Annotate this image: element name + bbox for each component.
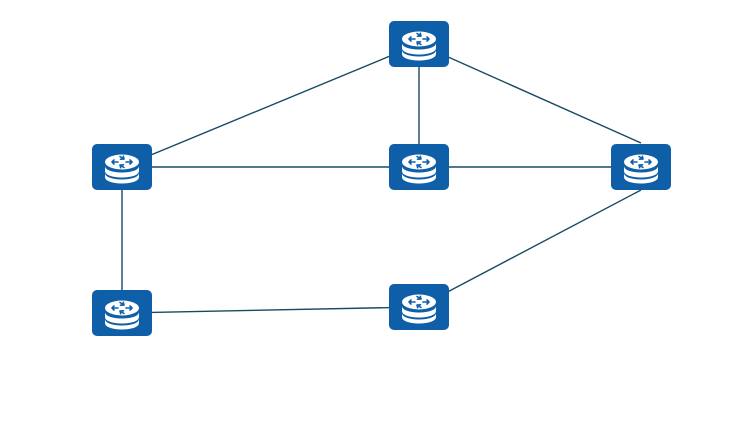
router-icon <box>92 290 152 336</box>
nodes-layer <box>92 21 671 336</box>
router-center[interactable] <box>389 144 449 190</box>
router-icon <box>389 284 449 330</box>
router-icon <box>389 144 449 190</box>
router-right[interactable] <box>611 144 671 190</box>
link-top-right <box>418 43 642 144</box>
router-icon <box>611 144 671 190</box>
links-layer <box>121 43 642 314</box>
link-bottom-left-bottom-center <box>121 306 420 314</box>
link-bottom-center-right <box>418 189 642 308</box>
router-bottom-center[interactable] <box>389 284 449 330</box>
router-icon <box>389 21 449 67</box>
router-left[interactable] <box>92 144 152 190</box>
router-icon <box>92 144 152 190</box>
link-top-left <box>121 43 420 168</box>
router-top[interactable] <box>389 21 449 67</box>
router-bottom-left[interactable] <box>92 290 152 336</box>
